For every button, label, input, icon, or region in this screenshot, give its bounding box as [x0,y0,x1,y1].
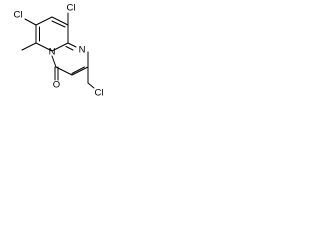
bond-c8-c9 [51,16,69,26]
chloro-top-left-label: Cl [14,10,23,21]
bond-c7-cl [24,18,37,26]
bond-c8-c9-inner [51,20,66,28]
nitrogen-imine-label: N [79,45,86,56]
bond-methyl [21,42,37,51]
bond-c2-c3 [71,66,89,76]
bond-c9a-n1 [51,42,69,52]
molecule-structure: Cl Cl N N O Cl [14,3,104,99]
bond-c2-c3-inner [71,66,85,74]
chloro-top-right-label: Cl [67,3,76,14]
bond-c4-n1 [51,55,57,68]
bond-c3-c4 [55,66,73,76]
molecule-canvas: Cl Cl N N O Cl [0,0,106,102]
chloromethyl-chlorine-label: Cl [95,88,104,99]
bond-c7-c8 [35,16,53,26]
bond-c9a-n2-inner [65,46,74,51]
nitrogen-ring-label: N [49,47,56,58]
carbonyl-oxygen-label: O [53,80,60,91]
bond-c9a-n2 [67,42,77,48]
bond-n1-c6 [35,42,53,52]
bond-ch2-cl [87,82,95,89]
